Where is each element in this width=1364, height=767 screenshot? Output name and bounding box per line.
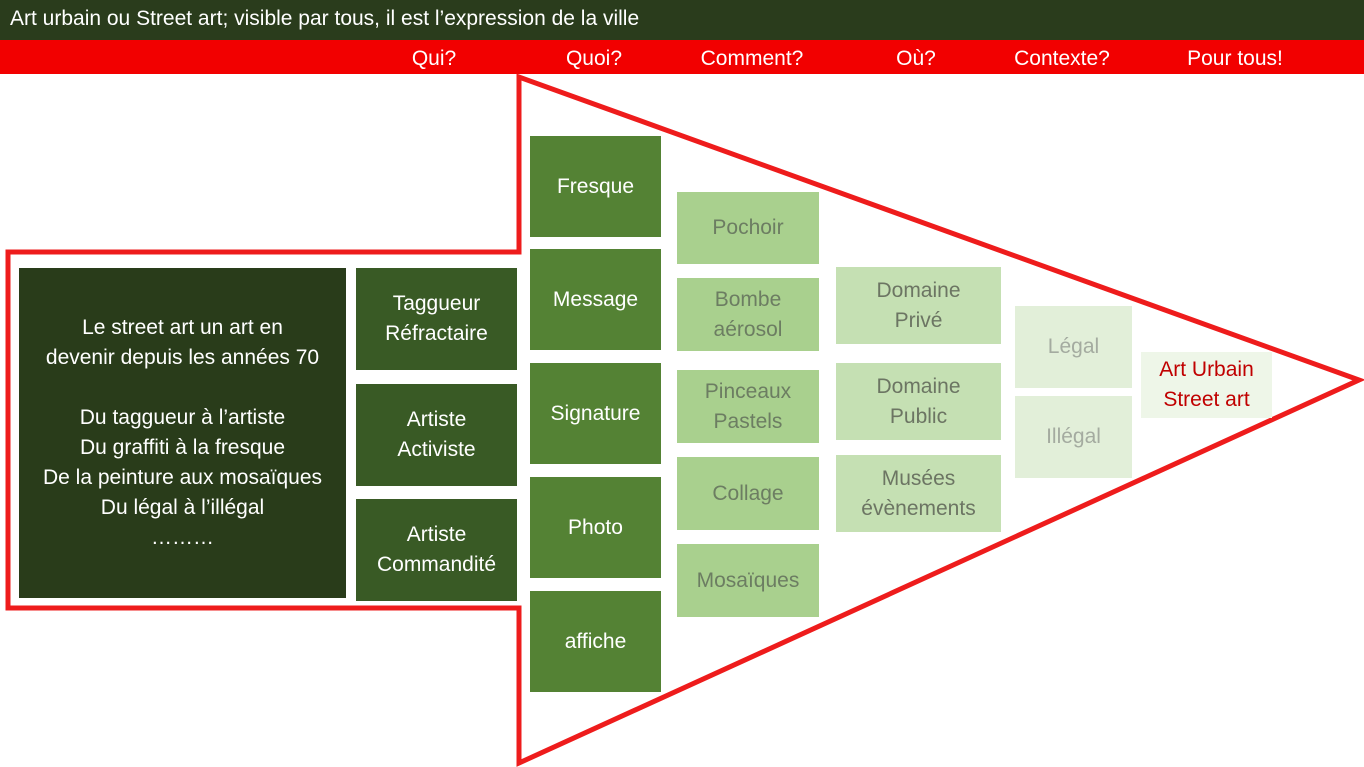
intro-box: Le street art un art en devenir depuis l… <box>19 268 346 598</box>
comment-box-pochoir: Pochoir <box>677 192 819 264</box>
comment-box-mosaiques: Mosaïques <box>677 544 819 617</box>
comment-box-pinceaux: Pinceaux Pastels <box>677 370 819 443</box>
quoi-box-signature: Signature <box>530 363 661 464</box>
ou-box-musees: Musées évènements <box>836 455 1001 532</box>
question-pour-tous: Pour tous! <box>1187 47 1283 70</box>
comment-box-bombe: Bombe aérosol <box>677 278 819 351</box>
contexte-box-legal: Légal <box>1015 306 1132 388</box>
contexte-box-illegal: Illégal <box>1015 396 1132 478</box>
slide-title: Art urbain ou Street art; visible par to… <box>0 0 1364 40</box>
qui-box-commandite: Artiste Commandité <box>356 499 517 601</box>
quoi-box-message: Message <box>530 249 661 350</box>
qui-box-taggueur: Taggueur Réfractaire <box>356 268 517 370</box>
quoi-box-affiche: affiche <box>530 591 661 692</box>
question-ou: Où? <box>896 47 936 70</box>
qui-box-activiste: Artiste Activiste <box>356 384 517 486</box>
question-quoi: Quoi? <box>565 47 623 70</box>
question-qui: Qui? <box>411 47 457 70</box>
final-box-art-urbain: Art Urbain Street art <box>1141 352 1272 418</box>
quoi-box-photo: Photo <box>530 477 661 578</box>
comment-box-collage: Collage <box>677 457 819 530</box>
questions-bar: Qui? Quoi? Comment? Où? Contexte? Pour t… <box>0 40 1364 74</box>
ou-box-public: Domaine Public <box>836 363 1001 440</box>
question-comment: Comment? <box>700 47 804 70</box>
question-contexte: Contexte? <box>1014 47 1110 70</box>
ou-box-prive: Domaine Privé <box>836 267 1001 344</box>
quoi-box-fresque: Fresque <box>530 136 661 237</box>
